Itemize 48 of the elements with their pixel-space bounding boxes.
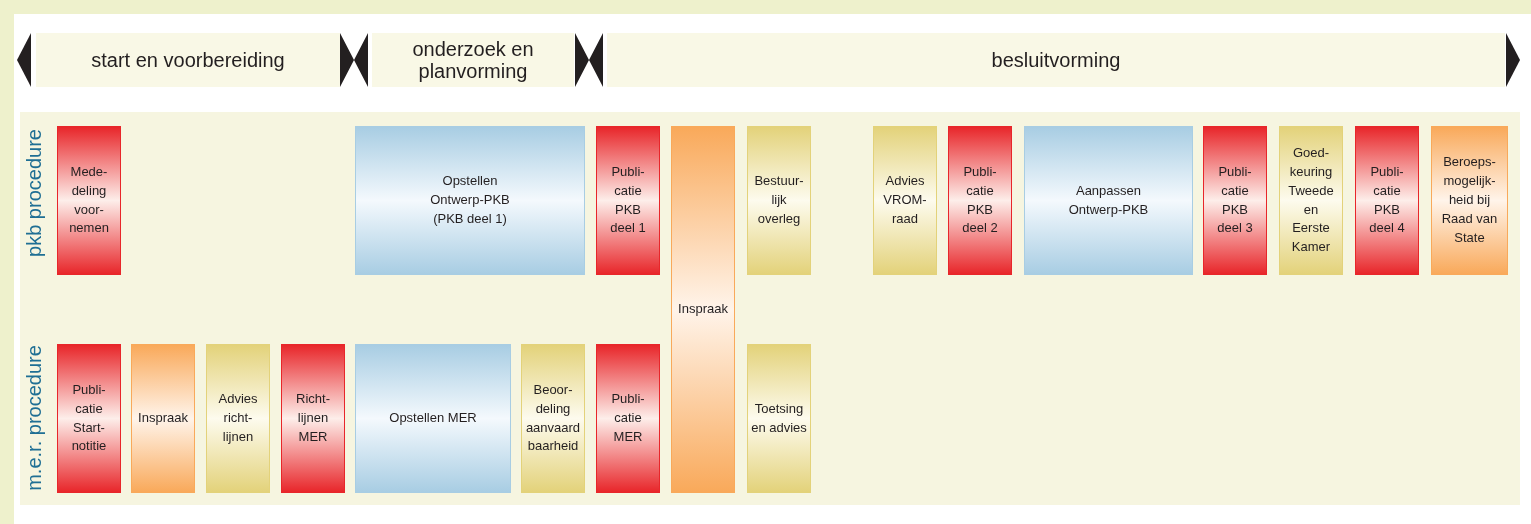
step-label: Richt- lijnen MER [295, 390, 331, 446]
phase-header [36, 33, 340, 87]
step-box [596, 344, 660, 493]
step-label: Publi- catie Start- notitie [70, 380, 108, 456]
step-box [1355, 126, 1419, 275]
step-box [521, 344, 585, 493]
step-box [281, 344, 345, 493]
step-label: Aanpassen Ontwerp-PKB [1067, 181, 1150, 219]
step-box [131, 344, 195, 493]
step-label: Advies VROM- raad [882, 172, 928, 228]
phase-title: onderzoek en planvorming [411, 38, 535, 82]
step-box [747, 344, 811, 493]
step-label: Mede- deling voor- nemen [68, 162, 110, 238]
step-box [206, 344, 270, 493]
step-label: Opstellen MER [388, 409, 478, 428]
step-box [671, 126, 735, 493]
step-label: Publi- catie PKB deel 1 [609, 162, 647, 238]
step-label: Opstellen Ontwerp-PKB (PKB deel 1) [429, 172, 511, 228]
step-label: Advies richt- lijnen [217, 390, 259, 446]
step-label: Bestuur- lijk overleg [753, 172, 805, 228]
step-label: Publi- catie PKB deel 4 [1368, 162, 1406, 238]
step-box [57, 344, 121, 493]
step-label: Inspraak [137, 409, 189, 428]
phase-title: besluitvorming [990, 49, 1122, 71]
step-box [1203, 126, 1267, 275]
step-box [948, 126, 1012, 275]
phase-header [372, 33, 574, 87]
step-box [355, 126, 585, 275]
step-box [1024, 126, 1193, 275]
step-label: Goed- keuring Tweede en Eerste Kamer [1287, 143, 1335, 257]
phase-title: start en voorbereiding [90, 49, 286, 71]
step-label: Publi- catie PKB deel 2 [961, 162, 999, 238]
step-label: Beoor- deling aanvaard baarheid [524, 380, 582, 456]
step-box [747, 126, 811, 275]
step-box [873, 126, 937, 275]
step-box [57, 126, 121, 275]
step-label: Inspraak [677, 300, 729, 319]
step-label: Publi- catie MER [610, 390, 646, 446]
step-label: Publi- catie PKB deel 3 [1216, 162, 1254, 238]
lane-title: pkb procedure [22, 129, 46, 257]
step-box [1431, 126, 1508, 275]
lane-title: m.e.r. procedure [22, 345, 46, 491]
phase-header [607, 33, 1505, 87]
step-label: Beroeps- mogelijk- heid bij Raad van State [1440, 153, 1499, 247]
step-box [596, 126, 660, 275]
step-box [355, 344, 511, 493]
step-label: Toetsing en advies [750, 399, 808, 437]
step-box [1279, 126, 1343, 275]
